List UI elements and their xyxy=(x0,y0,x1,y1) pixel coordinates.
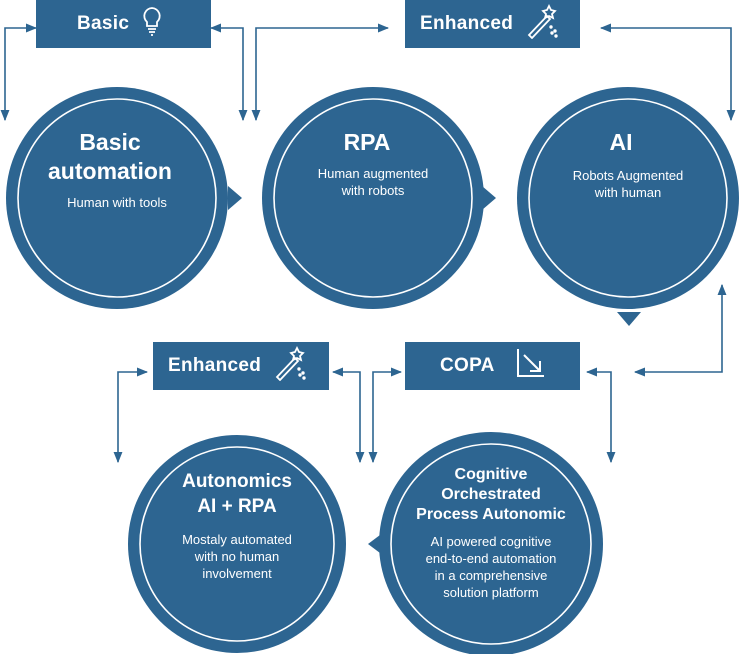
tag-enhanced-top: Enhanced xyxy=(405,0,580,48)
copa-body-line2: end-to-end automation xyxy=(425,551,557,566)
copa-title-line3: Process Autonomic xyxy=(416,506,566,523)
circle-copa xyxy=(379,432,603,654)
connector-copa-right-down xyxy=(585,367,616,464)
rpa-text: RPA Human augmented with robots xyxy=(283,128,463,199)
circle-ai xyxy=(517,87,739,309)
copa-body-line4: solution platform xyxy=(443,585,539,600)
connectors xyxy=(0,23,736,464)
tag-basic-label: Basic xyxy=(77,13,130,34)
copa-title-line1: Cognitive xyxy=(454,466,528,483)
rpa-title: RPA xyxy=(343,129,391,155)
autonomics-body-line3: involvement xyxy=(202,566,272,581)
ai-body-line2: with human xyxy=(594,185,662,200)
ai-title: AI xyxy=(609,129,633,155)
tag-enhanced-bottom: Enhanced xyxy=(153,342,329,390)
diagonal-arrow-icon xyxy=(515,347,545,385)
connector-enhanced-bottom-left xyxy=(113,367,149,464)
autonomics-text: Autonomics AI + RPA Mostaly automated wi… xyxy=(147,469,327,582)
basic-automation-text: Basic automation Human with tools xyxy=(20,128,200,211)
ai-text: AI Robots Augmented with human xyxy=(538,128,718,201)
connector-basic-left xyxy=(0,23,38,122)
connector-basic-right xyxy=(209,23,248,122)
basic-body: Human with tools xyxy=(67,195,167,210)
circle-autonomics xyxy=(128,435,346,653)
autonomics-title-line2: AI + RPA xyxy=(197,496,277,517)
pointer-rpa-to-ai xyxy=(482,186,496,210)
connector-enhanced-bottom-right xyxy=(331,367,365,464)
circle-rpa xyxy=(262,87,484,309)
basic-title-line2: automation xyxy=(48,158,172,184)
copa-body-line1: AI powered cognitive xyxy=(430,534,552,549)
rpa-body-line1: Human augmented xyxy=(317,166,429,181)
tag-enhanced-top-label: Enhanced xyxy=(420,13,514,34)
tag-copa-label: COPA xyxy=(440,355,495,376)
connector-copa-left xyxy=(368,367,403,464)
pointer-ai-down xyxy=(617,312,641,326)
circle-basic-automation xyxy=(6,87,228,309)
connector-copa-right xyxy=(633,283,727,377)
tag-enhanced-bottom-label: Enhanced xyxy=(168,355,262,376)
autonomics-body-line1: Mostaly automated xyxy=(182,532,292,547)
connector-enhanced-top-right xyxy=(599,23,736,122)
copa-text: Cognitive Orchestrated Process Autonomic… xyxy=(396,465,586,601)
basic-title-line1: Basic xyxy=(79,129,141,155)
connector-enhanced-top-left xyxy=(251,23,390,122)
ai-body-line1: Robots Augmented xyxy=(572,168,684,183)
tag-basic: Basic xyxy=(36,0,211,48)
tag-copa: COPA xyxy=(405,342,580,390)
pointer-basic-to-rpa xyxy=(228,186,242,210)
magic-wand-icon xyxy=(273,345,307,387)
lightbulb-icon xyxy=(141,5,163,43)
magic-wand-icon xyxy=(525,3,559,45)
copa-body-line3: in a comprehensive xyxy=(434,568,548,583)
autonomics-body-line2: with no human xyxy=(194,549,280,564)
copa-title-line2: Orchestrated xyxy=(441,486,541,503)
rpa-body-line2: with robots xyxy=(341,183,405,198)
autonomics-title-line1: Autonomics xyxy=(182,471,292,492)
